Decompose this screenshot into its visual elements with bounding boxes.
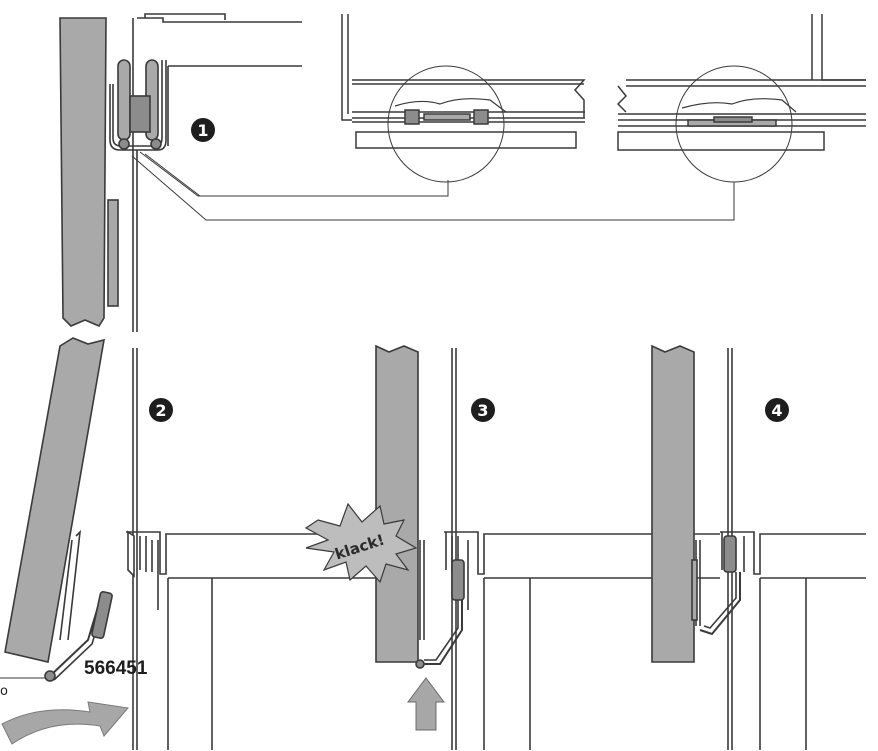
step-number-1: 1	[197, 121, 208, 140]
step-badge-2	[149, 398, 173, 422]
detail-view-left	[341, 14, 586, 183]
hinge-4	[691, 535, 741, 636]
rotate-arrow	[1, 701, 129, 745]
hinge-tilted	[44, 529, 113, 682]
step-number-4: 4	[771, 401, 782, 420]
door-panel-4	[651, 344, 695, 663]
step-badge-1	[191, 118, 215, 142]
door-panel-side	[59, 17, 107, 328]
panel-3	[304, 344, 720, 750]
panel-2	[0, 337, 412, 750]
door-panel-3	[375, 344, 419, 663]
detail-circle-left	[387, 65, 505, 183]
step-badge-4	[765, 398, 789, 422]
step-number-2: 2	[155, 401, 166, 420]
hinge-3	[415, 540, 465, 669]
klack-burst	[304, 502, 418, 584]
edge-mark-label: o	[0, 684, 8, 699]
step-badge-3	[471, 398, 495, 422]
leader-line-2	[131, 155, 735, 221]
mounting-plate	[107, 199, 119, 307]
detail-circle-right	[675, 65, 793, 183]
part-number-label: 566451	[84, 658, 148, 679]
push-up-arrow	[407, 677, 445, 731]
panel-1-side-view	[59, 13, 735, 332]
leader-line-1	[139, 151, 449, 197]
step-number-3: 3	[477, 401, 488, 420]
door-panel-tilted	[4, 337, 105, 663]
detail-view-right	[616, 14, 866, 183]
hinge-side	[109, 59, 167, 151]
panel-4	[651, 344, 866, 750]
